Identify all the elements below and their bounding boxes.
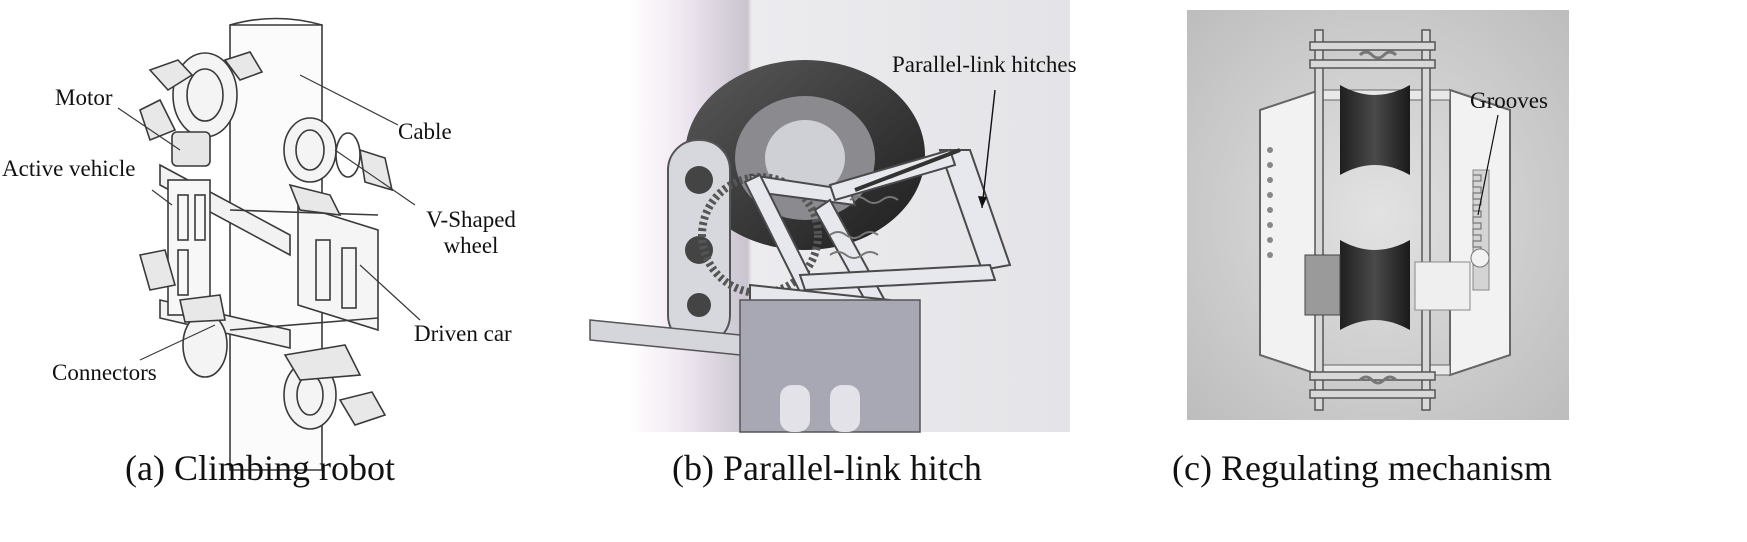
panel-climbing-robot: Motor Active vehicle Cable V-Shaped whee… [0, 0, 560, 542]
caption-a: (a) Climbing robot [125, 448, 395, 488]
label-active-vehicle: Active vehicle [2, 156, 136, 181]
regulating-mechanism-render [1187, 10, 1569, 420]
caption-c: (c) Regulating mechanism [1172, 448, 1552, 488]
label-parallel-link-hitches: Parallel-link hitches [892, 52, 1077, 77]
label-connectors: Connectors [52, 360, 157, 385]
motor-body [171, 131, 211, 167]
label-v-shaped-wheel-line2: wheel [443, 233, 499, 259]
label-driven-car: Driven car [414, 321, 512, 346]
panel-parallel-link-hitch: Parallel-link hitches (b) Parallel-link … [589, 0, 1130, 542]
parallel-link-hitch-render [589, 0, 1070, 433]
v-shaped-wheel [283, 117, 337, 183]
driven-car-frame [297, 203, 379, 332]
label-motor: Motor [55, 85, 113, 110]
climbing-robot-drawing [117, 17, 421, 471]
label-grooves: Grooves [1470, 88, 1548, 113]
label-cable: Cable [398, 119, 452, 144]
label-v-shaped-wheel: V-Shaped wheel [416, 207, 526, 260]
panel-regulating-mechanism: Grooves (c) Regulating mechanism [1160, 0, 1747, 542]
caption-b: (b) Parallel-link hitch [672, 448, 982, 488]
label-v-shaped-wheel-line1: V-Shaped [426, 207, 516, 232]
